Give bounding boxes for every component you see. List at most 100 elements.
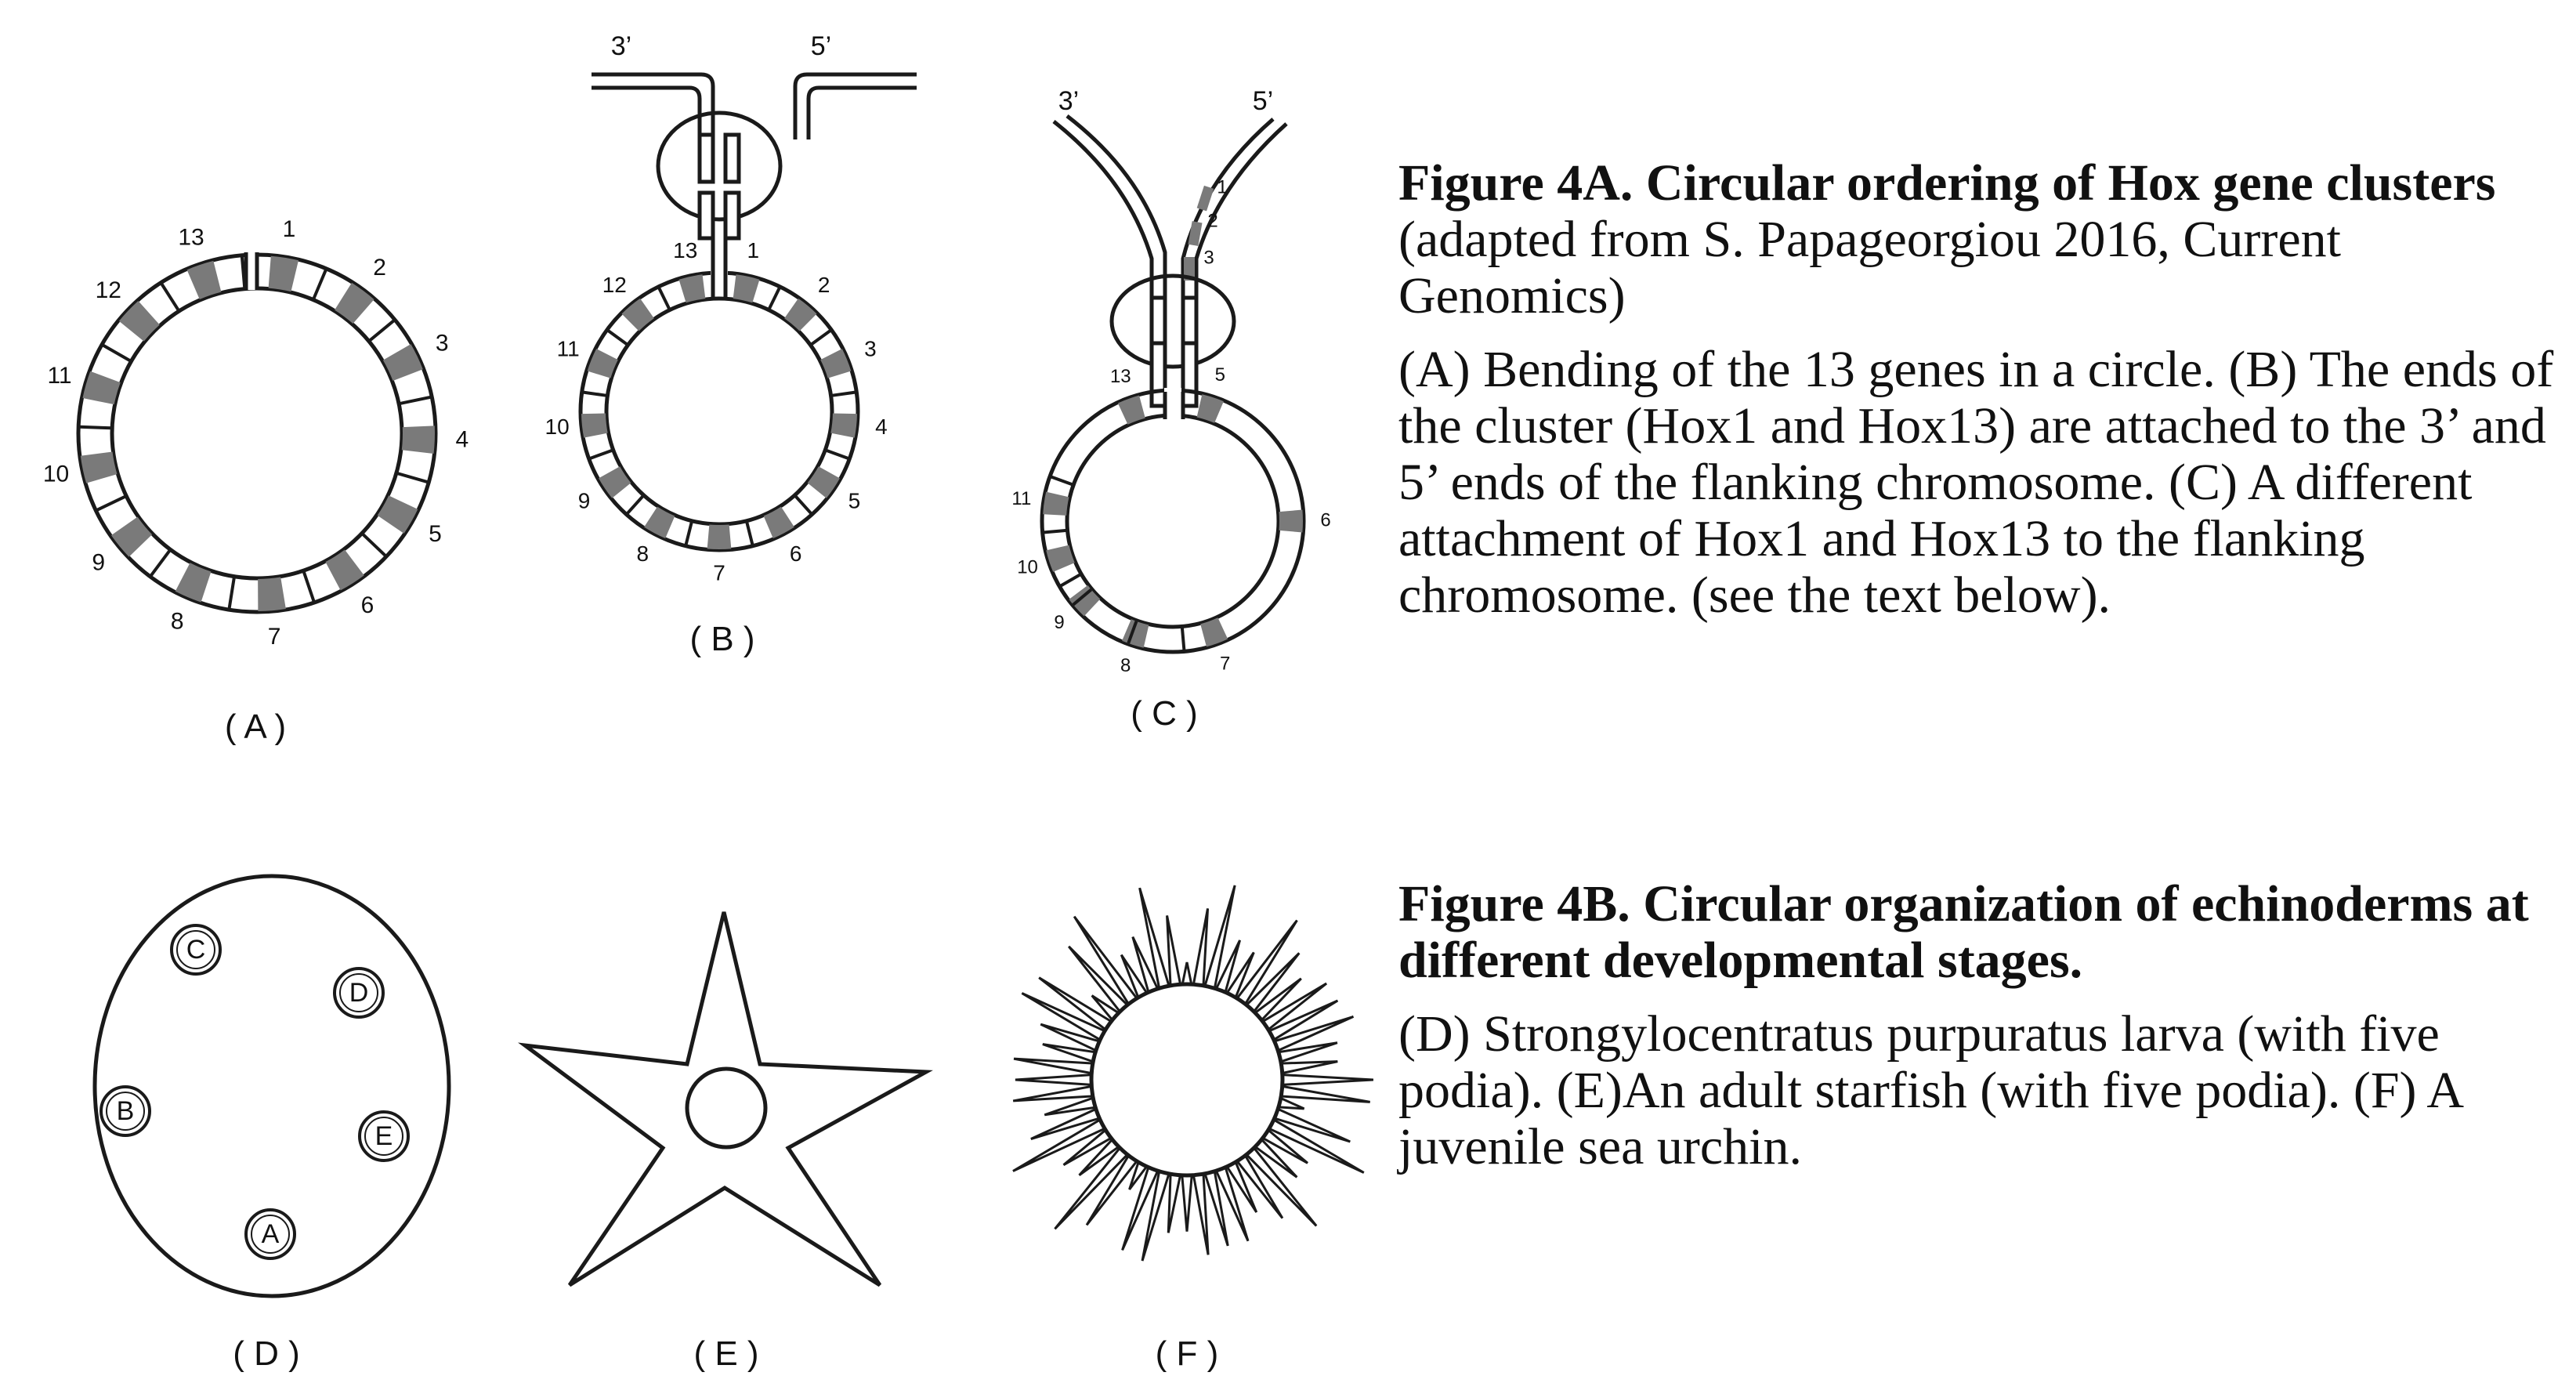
gene-label-11: 11	[1011, 488, 1031, 509]
podium-inner-a	[251, 1215, 290, 1254]
gene-segment-13	[678, 274, 706, 303]
gene-label-9: 9	[92, 549, 105, 575]
gene-label-6: 6	[790, 541, 802, 566]
end-5-label-b: 5’	[811, 31, 831, 61]
segment-divider	[810, 328, 832, 346]
gene-segment-5	[1196, 394, 1224, 423]
figure-4a-title: Figure 4A. Circular ordering of Hox gene…	[1398, 154, 2496, 212]
gene-label-7: 7	[268, 624, 281, 650]
segment-divider	[1059, 573, 1082, 588]
gene-segment-5	[807, 466, 840, 498]
gene-label-13: 13	[178, 225, 204, 251]
urchin-spine	[1180, 1171, 1194, 1232]
segment-divider	[1043, 528, 1067, 534]
end-3-label-b: 3’	[611, 31, 631, 61]
segment-divider	[160, 282, 180, 312]
segment-divider	[312, 269, 327, 300]
gene-label-7: 7	[713, 560, 725, 585]
figure-4a-text: (A) Bending of the 13 genes in a circle.…	[1398, 341, 2554, 624]
figure-4b-title: Figure 4B. Circular organization of echi…	[1398, 875, 2529, 989]
podium-label-e: E	[375, 1121, 393, 1151]
gene-label-5: 5	[429, 521, 442, 547]
gene-segment-5	[377, 495, 418, 534]
panel-e-label: ( E )	[693, 1334, 758, 1373]
segment-divider	[606, 328, 628, 346]
urchin-spine	[1167, 1169, 1183, 1233]
gene-segment-1	[268, 255, 298, 292]
segment-divider	[1050, 475, 1073, 487]
segment-divider	[684, 521, 693, 546]
urchin-spine	[1278, 1073, 1373, 1087]
segment-divider	[361, 532, 387, 558]
gene-segment-7	[707, 524, 732, 549]
gene-segment-9	[110, 516, 153, 557]
gene-segment-2	[335, 282, 374, 324]
gene-segment-3	[382, 344, 423, 381]
segment-divider	[101, 343, 132, 363]
end-5-label-c: 5’	[1253, 86, 1273, 116]
panel-f-label: ( F )	[1156, 1334, 1219, 1373]
gene-label-5: 5	[1215, 364, 1225, 386]
urchin-spine	[1191, 1169, 1210, 1255]
starfish-outline	[518, 911, 933, 1287]
panel-d-label: ( D )	[233, 1334, 300, 1373]
gene-label-6: 6	[361, 592, 374, 618]
gene-label-5: 5	[848, 489, 861, 513]
segment-divider	[825, 448, 850, 461]
panel-f: ( F )	[1012, 885, 1373, 1373]
urchin-spine	[1012, 1084, 1098, 1103]
segment-divider	[302, 570, 316, 603]
segment-divider	[1072, 588, 1093, 606]
segment-divider	[1127, 621, 1138, 644]
segment-divider	[794, 494, 813, 516]
figure-4b-caption: Figure 4B. Circular organization of echi…	[1398, 876, 2574, 1175]
gene-segment-6	[1279, 509, 1303, 533]
segment-divider	[227, 577, 236, 610]
gene-segment-6	[325, 549, 364, 591]
gene-segment-11	[1043, 491, 1069, 516]
strand-gene-label-3: 3	[1203, 247, 1214, 268]
podium-label-d: D	[349, 978, 369, 1008]
segment-divider	[399, 395, 432, 406]
gene-label-9: 9	[1054, 612, 1064, 633]
gene-label-4: 4	[455, 426, 469, 452]
gene-segment-7	[1200, 617, 1228, 647]
panel-b-label: ( B )	[689, 620, 754, 658]
podium-inner-b	[106, 1092, 145, 1131]
segment-divider	[745, 521, 754, 546]
gene-segment-2	[784, 298, 817, 331]
podium-d	[333, 967, 385, 1019]
figure-4b-text: (D) Strongylocentratus purpuratus larva …	[1398, 1005, 2462, 1175]
podium-c	[170, 924, 222, 976]
urchin-spine	[1013, 1057, 1098, 1076]
gene-segment-13	[1117, 395, 1145, 425]
urchin-spine	[1276, 1060, 1338, 1076]
panel-e: ( E )	[518, 911, 933, 1373]
gene-segment-3	[820, 349, 852, 378]
gene-label-13: 13	[673, 238, 697, 263]
podium-inner-d	[339, 973, 378, 1012]
gene-label-13: 13	[1110, 366, 1131, 387]
segment-divider	[149, 549, 172, 578]
gene-segment-1	[733, 274, 760, 303]
starfish-center	[685, 1066, 768, 1150]
gene-label-4: 4	[875, 415, 888, 439]
urchin-spine	[1015, 1073, 1096, 1087]
gene-segment-10	[1046, 545, 1075, 572]
segment-divider	[588, 448, 613, 461]
gene-label-6: 6	[1320, 509, 1330, 530]
gene-label-1: 1	[283, 216, 296, 242]
podium-b	[99, 1085, 151, 1137]
podium-label-b: B	[117, 1096, 135, 1126]
gene-label-11: 11	[47, 363, 71, 389]
gene-label-3: 3	[436, 331, 449, 357]
segment-divider	[582, 390, 607, 397]
gene-segment-4	[401, 425, 435, 454]
gene-label-10: 10	[1017, 557, 1038, 578]
gene-label-11: 11	[557, 336, 580, 360]
segment-divider	[396, 472, 429, 484]
